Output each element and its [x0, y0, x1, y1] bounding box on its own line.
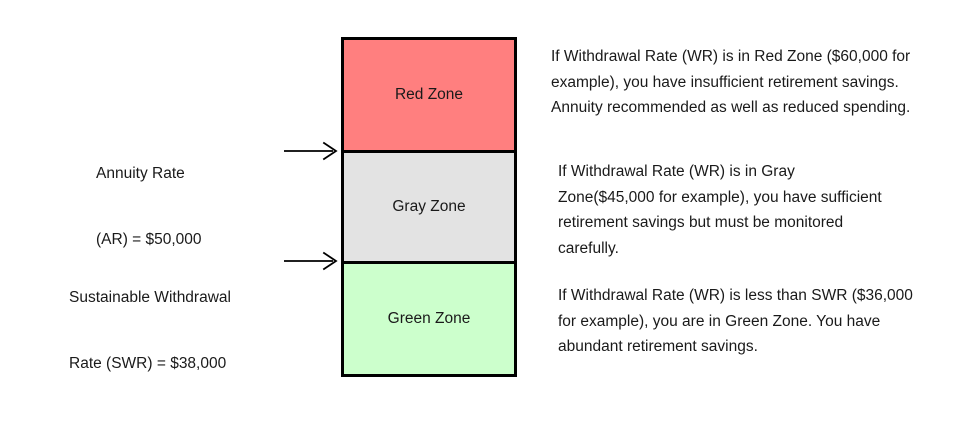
- red-zone-box: Red Zone: [344, 40, 514, 153]
- green-zone-explanation: If Withdrawal Rate (WR) is less than SWR…: [558, 287, 913, 355]
- gray-zone-explanation: If Withdrawal Rate (WR) is in Gray Zone(…: [558, 163, 882, 257]
- red-zone-label: Red Zone: [394, 86, 464, 103]
- annuity-rate-label-line2: (AR) = $50,000: [96, 231, 202, 248]
- annuity-rate-label-line1: Annuity Rate: [96, 165, 185, 182]
- swr-label-line2: Rate (SWR) = $38,000: [69, 355, 227, 372]
- gray-zone-label: Gray Zone: [392, 198, 466, 215]
- annuity-rate-arrow-icon: [283, 140, 341, 167]
- gray-zone-box: Gray Zone: [344, 153, 514, 264]
- annuity-rate-label: Annuity Rate (AR) = $50,000: [96, 119, 202, 295]
- green-zone-box: Green Zone: [344, 264, 514, 374]
- red-zone-explanation: If Withdrawal Rate (WR) is in Red Zone (…: [551, 48, 911, 116]
- swr-arrow-icon: [283, 250, 341, 277]
- sustainable-withdrawal-rate-label: Sustainable Withdrawal Rate (SWR) = $38,…: [69, 243, 231, 419]
- swr-label-line1: Sustainable Withdrawal: [69, 289, 231, 306]
- zone-column: Red Zone Gray Zone Green Zone: [341, 37, 517, 377]
- green-zone-label: Green Zone: [387, 310, 471, 327]
